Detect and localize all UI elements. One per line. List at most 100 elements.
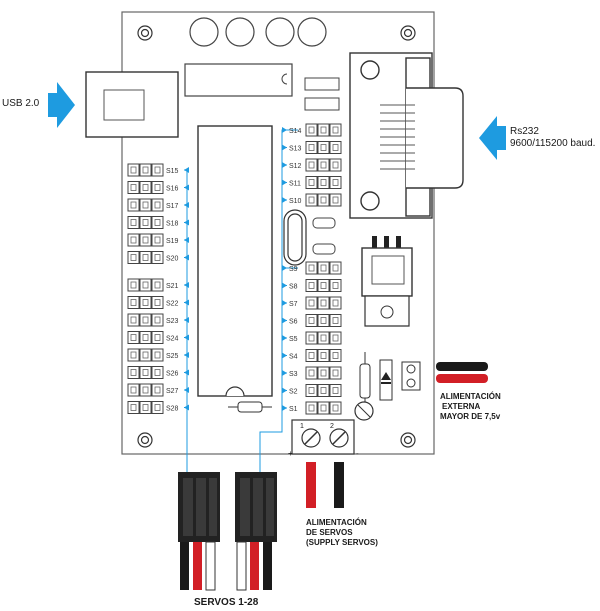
servo-label: S1 (289, 406, 298, 413)
servo-label: S16 (166, 186, 179, 193)
servo-label: S2 (289, 389, 298, 396)
servo-header-row: S13 (282, 141, 342, 154)
servo-header-row: S8 (282, 279, 342, 292)
servo-label: S28 (166, 406, 179, 413)
servo-label: S23 (166, 318, 179, 325)
terminal-minus-label: - (356, 449, 359, 458)
capacitor (312, 243, 336, 255)
servo-header-row: S11 (282, 176, 342, 189)
servo-label: S5 (289, 336, 298, 343)
servos-label: SERVOS 1-28 (194, 597, 259, 608)
servo-wire-black (334, 462, 344, 508)
servo-label: S22 (166, 301, 179, 308)
servo-power-terminal (291, 419, 355, 455)
power-jack (401, 361, 421, 391)
servo-header-row: S26 (127, 366, 189, 379)
servo-power-label-line1: ALIMENTACIÓN (306, 518, 367, 527)
servo-header-row: S7 (282, 296, 342, 310)
servo-label: S12 (289, 163, 302, 170)
rs232-label: Rs232 (510, 126, 539, 137)
servo-label: S21 (166, 283, 179, 290)
servo-header-row: S4 (282, 349, 342, 362)
resistor (359, 363, 371, 399)
servo-label: S7 (289, 301, 298, 308)
terminal-2-label: 2 (330, 423, 334, 430)
servo-header-row: S17 (127, 198, 189, 212)
terminal-plus-label: + (288, 449, 293, 458)
mounting-hole (137, 432, 153, 448)
trimmer (354, 401, 374, 421)
servo-label: S8 (289, 284, 298, 291)
servo-header-row: S2 (282, 384, 342, 397)
small-ic (184, 63, 293, 97)
servo-power-label-line2: DE SERVOS (306, 528, 353, 537)
servo-header-row: S15 (127, 163, 189, 177)
top-capacitors (189, 17, 327, 47)
servo-label: S4 (289, 354, 298, 361)
servo-label: S6 (289, 319, 298, 326)
mounting-holes (137, 25, 416, 448)
terminal-1-label: 1 (300, 423, 304, 430)
servo-header-row: S23 (127, 313, 189, 327)
servo-connector-2 (235, 472, 277, 591)
servo-label: S14 (289, 128, 302, 135)
crystal (283, 209, 307, 266)
servo-header-row: S25 (127, 348, 189, 362)
mounting-hole (400, 25, 416, 41)
servo-label: S25 (166, 353, 179, 360)
servo-header-row: S20 (127, 251, 189, 264)
servo-header-row: S18 (127, 216, 189, 229)
servo-header-row: S28 (127, 401, 189, 414)
servo-label: S3 (289, 371, 298, 378)
servo-label: S11 (289, 181, 301, 188)
servo-label: S20 (166, 256, 179, 263)
servo-header-row: S12 (282, 158, 342, 172)
rs232-baud-label: 9600/115200 baud. (510, 138, 596, 149)
servo-header-row: S16 (127, 181, 189, 194)
servo-label: S18 (166, 221, 179, 228)
servo-label: S17 (166, 203, 179, 210)
servo-header-row: S5 (282, 331, 342, 345)
resistor-array (304, 77, 340, 91)
usb-arrow-icon (48, 82, 75, 128)
servo-header-row: S21 (127, 278, 189, 292)
servo-label: S9 (289, 266, 298, 273)
servo-label: S24 (166, 336, 179, 343)
external-power-label-line1: ALIMENTACIÓN (440, 392, 501, 401)
servo-label: S13 (289, 146, 302, 153)
voltage-regulator (361, 236, 413, 327)
servo-connector-1 (178, 472, 220, 591)
servo-label: S27 (166, 388, 179, 395)
mounting-hole (137, 25, 153, 41)
servo-label: S19 (166, 238, 179, 245)
servo-header-row: S24 (127, 331, 189, 344)
servo-label: S15 (166, 168, 179, 175)
usb-label: USB 2.0 (2, 98, 40, 109)
resistor-array (304, 97, 340, 111)
servo-header-row: S27 (127, 383, 189, 397)
servo-wire-red (306, 462, 316, 508)
servo-label: S26 (166, 371, 179, 378)
servo-header-row: S1 (282, 401, 342, 415)
db9-connector (349, 52, 464, 219)
mounting-hole (400, 432, 416, 448)
servo-header-row: S9 (282, 261, 342, 275)
diode (379, 359, 393, 401)
servo-header-row: S22 (127, 296, 189, 309)
servo-label: S10 (289, 198, 302, 205)
external-power-wires (436, 362, 488, 383)
servo-header-row: S6 (282, 314, 342, 327)
servo-header-row: S14 (282, 123, 342, 137)
servo-header-row: S3 (282, 366, 342, 380)
capacitor (312, 217, 336, 229)
servo-header-row: S10 (282, 193, 342, 207)
microcontroller (197, 125, 273, 397)
rs232-arrow-icon (479, 116, 506, 160)
servo-power-label-line3: (SUPPLY SERVOS) (306, 538, 378, 547)
external-power-label-line2: EXTERNA (442, 402, 481, 411)
servo-header-row: S19 (127, 233, 189, 247)
external-power-label-line3: MAYOR DE 7,5v (440, 412, 501, 421)
servo-headers-left: S15S16S17S18S19S20S21S22S23S24S25S26S27S… (127, 163, 189, 414)
